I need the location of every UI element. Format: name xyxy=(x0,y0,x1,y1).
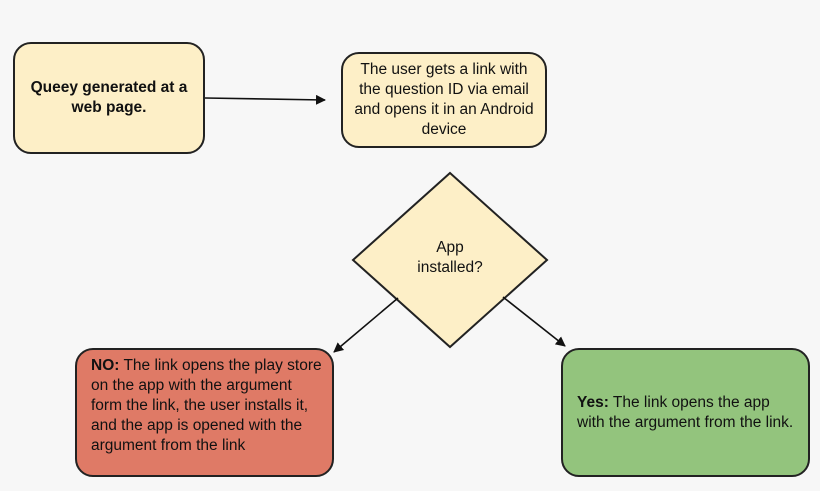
no-node: NO: The link opens the play store on the… xyxy=(75,348,334,477)
decision-label: App installed? xyxy=(380,238,520,278)
decision-label-line2: installed? xyxy=(417,259,483,276)
link-node: The user gets a link with the question I… xyxy=(341,52,547,148)
yes-node: Yes: The link opens the app with the arg… xyxy=(561,348,810,477)
no-node-text: The link opens the play store on the app… xyxy=(91,357,322,454)
arrow-decision-to-no xyxy=(333,297,399,353)
yes-node-text: The link opens the app with the argument… xyxy=(577,393,794,431)
decision-label-line1: App xyxy=(436,239,464,256)
start-node: Queey generated at a web page. xyxy=(13,42,205,154)
start-node-text: Queey generated at a web page. xyxy=(30,79,188,116)
link-node-text: The user gets a link with the question I… xyxy=(354,61,534,138)
decision-diamond xyxy=(351,171,549,349)
arrow-start-to-link xyxy=(204,94,326,105)
no-node-label: NO: xyxy=(91,357,120,374)
yes-node-label: Yes: xyxy=(577,393,609,411)
arrow-decision-to-yes xyxy=(502,296,566,347)
